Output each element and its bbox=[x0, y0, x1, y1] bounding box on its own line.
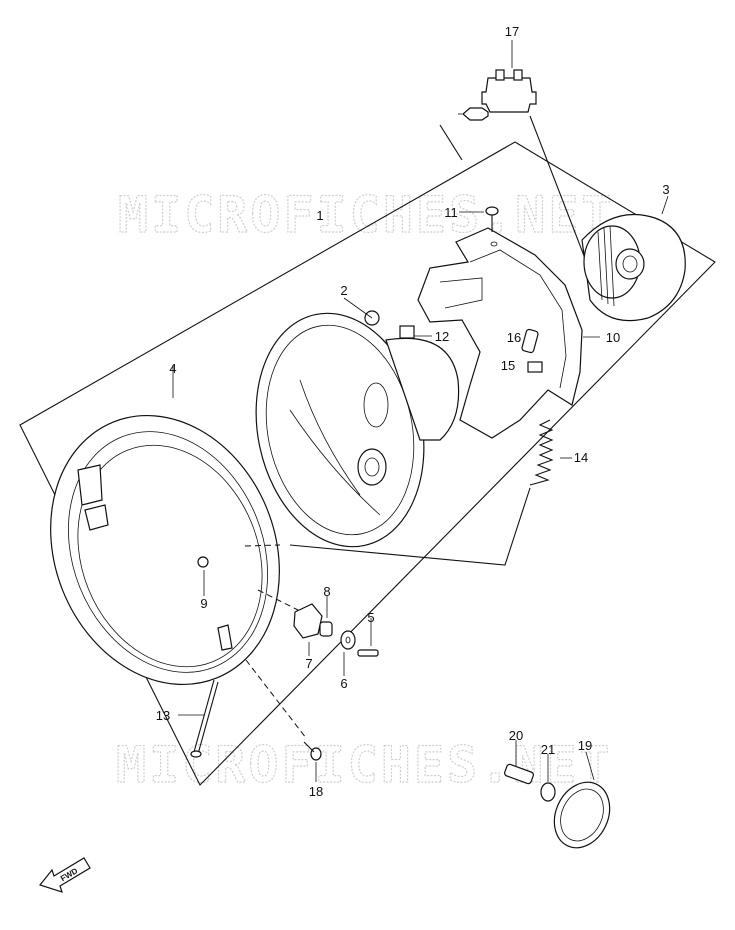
screw-11 bbox=[459, 206, 499, 232]
callout-8: 8 bbox=[323, 584, 330, 599]
mounting-hardware bbox=[203, 570, 379, 676]
spring bbox=[289, 419, 572, 566]
headlight-bracket bbox=[417, 227, 600, 439]
headlight-unit bbox=[255, 297, 460, 548]
callout-13: 13 bbox=[156, 708, 170, 723]
leader-dashed-2 bbox=[257, 589, 299, 611]
callout-3: 3 bbox=[662, 182, 669, 197]
socket-cover bbox=[581, 195, 686, 322]
screw-18 bbox=[303, 741, 322, 782]
callout-10: 10 bbox=[606, 330, 620, 345]
callout-7: 7 bbox=[305, 656, 312, 671]
leader-dashed-1 bbox=[244, 544, 281, 547]
callout-20: 20 bbox=[509, 728, 523, 743]
callout-2: 2 bbox=[340, 283, 347, 298]
callout-16: 16 bbox=[507, 330, 521, 345]
reflector-kit bbox=[504, 740, 611, 849]
long-screw bbox=[178, 679, 219, 758]
watermark-bottom: MICROFICHES.NET bbox=[116, 736, 613, 794]
bulb bbox=[439, 40, 599, 293]
callout-15: 15 bbox=[501, 358, 515, 373]
callout-18: 18 bbox=[309, 784, 323, 799]
callout-11: 11 bbox=[444, 205, 458, 220]
callout-9: 9 bbox=[200, 596, 207, 611]
callout-12: 12 bbox=[435, 329, 449, 344]
callout-6: 6 bbox=[340, 676, 347, 691]
headlight-rim bbox=[50, 365, 280, 686]
callout-5: 5 bbox=[367, 610, 374, 625]
callout-19: 19 bbox=[578, 738, 592, 753]
callout-1: 1 bbox=[316, 208, 323, 223]
watermark-top: MICROFICHES.NET bbox=[118, 186, 615, 244]
callout-4: 4 bbox=[169, 361, 176, 376]
callout-17: 17 bbox=[505, 24, 519, 39]
leader-dashed-3 bbox=[245, 659, 307, 739]
callout-14: 14 bbox=[574, 450, 588, 465]
callout-21: 21 bbox=[541, 742, 555, 757]
fwd-arrow: FWD bbox=[38, 857, 91, 893]
